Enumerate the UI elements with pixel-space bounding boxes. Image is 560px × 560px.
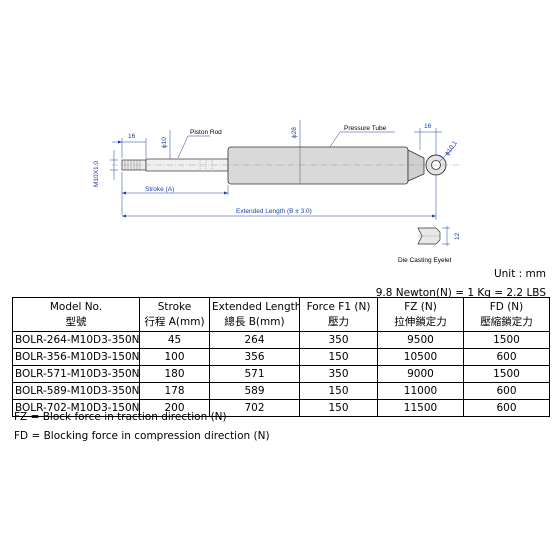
cell-extended-length: 571 bbox=[209, 365, 300, 383]
cell-extended-length: 264 bbox=[209, 331, 300, 349]
cell-force-f1: 150 bbox=[299, 348, 378, 366]
cell-fd: 600 bbox=[463, 382, 550, 400]
label-piston-rod: Piston Rod bbox=[190, 129, 222, 136]
dim-phi10: ϕ10 bbox=[161, 137, 168, 148]
cell-force-f1: 350 bbox=[299, 331, 378, 349]
cell-stroke: 45 bbox=[139, 331, 210, 349]
dim-phi10-1: ϕ10.1 bbox=[444, 139, 459, 157]
cell-fz: 9500 bbox=[377, 331, 464, 349]
dim-m10: M10X1.0 bbox=[93, 161, 100, 187]
cell-model: BOLR-702-M10D3-150N bbox=[12, 399, 140, 417]
table-row: BOLR-589-M10D3-350N 178 589 150 11000 60… bbox=[12, 382, 550, 400]
cell-extended-length: 702 bbox=[209, 399, 300, 417]
cell-model: BOLR-356-M10D3-150N bbox=[12, 348, 140, 366]
header-force-f1: Force F1 (N)壓力 bbox=[299, 297, 378, 332]
gas-spring-drawing: 16 ϕ10 Piston Rod ϕ28 Pressure Tube 16 ϕ… bbox=[93, 120, 461, 264]
cell-fd: 600 bbox=[463, 348, 550, 366]
cell-stroke: 100 bbox=[139, 348, 210, 366]
cell-model: BOLR-571-M10D3-350N bbox=[12, 365, 140, 383]
cell-fd: 1500 bbox=[463, 331, 550, 349]
header-model: Model No.型號 bbox=[12, 297, 140, 332]
header-fd: FD (N)壓縮鎖定力 bbox=[463, 297, 550, 332]
table-row: BOLR-702-M10D3-150N 200 702 150 11500 60… bbox=[12, 399, 550, 417]
cell-force-f1: 150 bbox=[299, 399, 378, 417]
cell-fd: 1500 bbox=[463, 365, 550, 383]
cell-force-f1: 150 bbox=[299, 382, 378, 400]
cell-model: BOLR-589-M10D3-350N bbox=[12, 382, 140, 400]
dim-extended-length: Extended Length (B ± 3.0) bbox=[236, 208, 312, 215]
table-row: BOLR-356-M10D3-150N 100 356 150 10500 60… bbox=[12, 348, 550, 366]
label-die-casting-eyelet: Die Casting Eyelet bbox=[398, 257, 452, 264]
dim-stroke: Stroke (A) bbox=[145, 186, 174, 193]
table-row: BOLR-264-M10D3-350N 45 264 350 9500 1500 bbox=[12, 331, 550, 349]
cell-fz: 11000 bbox=[377, 382, 464, 400]
conversion-note: 9.8 Newton(N) = 1 Kg = 2.2 LBS bbox=[375, 287, 546, 299]
header-fz: FZ (N)拉伸鎖定力 bbox=[377, 297, 464, 332]
note-fd: FD = Blocking force in compression direc… bbox=[14, 430, 270, 442]
cell-force-f1: 350 bbox=[299, 365, 378, 383]
pressure-tube bbox=[227, 146, 409, 185]
cell-model: BOLR-264-M10D3-350N bbox=[12, 331, 140, 349]
cell-stroke: 178 bbox=[139, 382, 210, 400]
cell-fz: 10500 bbox=[377, 348, 464, 366]
cell-fz: 9000 bbox=[377, 365, 464, 383]
tube-neck bbox=[407, 149, 425, 182]
unit-note: Unit : mm bbox=[493, 268, 546, 280]
cell-extended-length: 356 bbox=[209, 348, 300, 366]
label-pressure-tube: Pressure Tube bbox=[344, 125, 387, 132]
cell-stroke: 200 bbox=[139, 399, 210, 417]
dim-16-right: 16 bbox=[424, 123, 432, 130]
note-fz: FZ = Block force in traction direction (… bbox=[14, 411, 227, 423]
dim-16-left: 16 bbox=[128, 133, 136, 140]
dim-12: 12 bbox=[454, 232, 461, 240]
cell-stroke: 180 bbox=[139, 365, 210, 383]
dim-phi28: ϕ28 bbox=[291, 127, 298, 138]
cell-fd: 600 bbox=[463, 399, 550, 417]
cell-fz: 11500 bbox=[377, 399, 464, 417]
table-row: BOLR-571-M10D3-350N 180 571 350 9000 150… bbox=[12, 365, 550, 383]
cell-extended-length: 589 bbox=[209, 382, 300, 400]
